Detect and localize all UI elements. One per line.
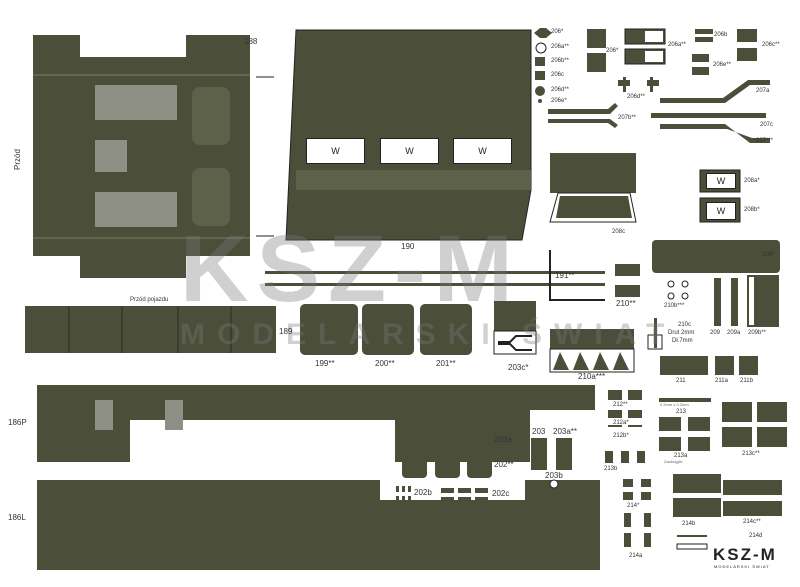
front-label: Przód — [13, 149, 22, 170]
label-203: 203 — [532, 427, 546, 436]
label-202: 202** — [494, 460, 514, 469]
label-214b: 214b — [682, 521, 696, 527]
label-188: 188 — [244, 37, 258, 46]
label-209: 209 — [710, 330, 721, 336]
label-203c: 203c* — [508, 363, 529, 372]
label-210: 210** — [616, 299, 636, 308]
label-201: 201** — [436, 359, 456, 368]
label-206e-2: 206e** — [713, 62, 732, 68]
label-209b: 209b** — [748, 330, 767, 336]
frame-window-b: W — [706, 202, 736, 220]
label-208a: 208a* — [744, 178, 760, 184]
label-212: 212** — [613, 402, 628, 408]
label-209a: 209a — [727, 330, 741, 336]
part-189 — [25, 306, 276, 353]
label-208b: 208b* — [744, 207, 760, 213]
label-207: 207*** — [756, 138, 774, 144]
watermark-logo: KSZ-M — [180, 216, 521, 322]
part-186P — [37, 385, 595, 462]
label-213c: 213c** — [742, 451, 760, 457]
label-206-2: 206* — [606, 48, 619, 54]
label-213b: 213b — [604, 466, 618, 472]
label-210c: 210c — [678, 322, 692, 328]
label-202a: 202a — [494, 435, 512, 444]
label-202c: 202c — [492, 489, 510, 498]
part-190 — [285, 29, 532, 241]
label-211a: 211a — [715, 378, 728, 384]
label-208c: 208c — [612, 229, 626, 235]
label-214c: 214c** — [743, 519, 761, 525]
wire-note: Drut 2mm — [668, 330, 695, 336]
label-206b: 206b** — [551, 58, 570, 64]
frame-window-a: W — [706, 173, 736, 189]
label-206a-2: 206a** — [668, 42, 687, 48]
label-213a-note: Zaokrąglić — [664, 459, 683, 464]
label-212b: 212b* — [613, 433, 629, 439]
hood-window-1: W — [306, 138, 365, 164]
label-207a: 207a — [756, 88, 770, 94]
part-201 — [420, 304, 472, 355]
part-186L — [37, 480, 600, 570]
label-211b: 211b — [740, 378, 753, 384]
label-200: 200** — [375, 359, 395, 368]
label-214d: 214d — [749, 533, 763, 539]
label-214: 214* — [627, 503, 640, 509]
label-213-note: 0.2mm x 0.2mm — [660, 402, 689, 407]
label-206: 206* — [551, 29, 564, 35]
brand-logo: KSZ-M — [713, 545, 777, 564]
label-211: 211 — [676, 378, 686, 384]
label-186L: 186L — [8, 513, 26, 522]
label-186P: 186P — [8, 418, 27, 427]
part-199 — [300, 304, 358, 355]
label-207b: 207b** — [618, 115, 637, 121]
hood-window-3: W — [453, 138, 512, 164]
label-206c: 206c — [551, 72, 565, 78]
label-213a: 213a — [674, 453, 688, 459]
label-206d-2: 206d** — [627, 94, 646, 100]
label-203b: 203b — [545, 471, 563, 480]
part-200 — [362, 304, 414, 355]
brand-subtitle: MODELARSKI ŚWIAT — [714, 564, 770, 569]
watermark-subtitle: MODELARSKI ŚWIAT — [180, 318, 677, 351]
vehicle-front-label: Przód pojazdu — [130, 297, 169, 303]
label-208: 208* — [762, 252, 775, 258]
grille-1 — [95, 85, 177, 120]
label-199: 199** — [315, 359, 335, 368]
label-189: 189 — [279, 327, 293, 336]
label-206a: 206a** — [551, 44, 570, 50]
grille-2 — [95, 140, 127, 172]
label-206d: 206d** — [551, 87, 570, 93]
hood-window-2: W — [380, 138, 439, 164]
label-202b: 202b — [414, 488, 432, 497]
label-206e: 206e* — [551, 98, 567, 104]
label-206b-2: 206b — [714, 32, 728, 38]
wire-length: Dł.7mm — [672, 338, 693, 344]
label-206c-2: 206c** — [762, 42, 780, 48]
label-213: 213 — [676, 409, 687, 415]
label-210a: 210a*** — [578, 372, 606, 381]
label-191: 191** — [555, 271, 575, 280]
label-214a: 214a — [629, 553, 643, 559]
grille-3 — [95, 192, 177, 227]
label-212a: 212a* — [613, 420, 629, 426]
label-207c: 207c — [760, 122, 774, 128]
label-210b: 210b*** — [664, 303, 685, 309]
label-190: 190 — [401, 242, 415, 251]
label-203a: 203a** — [553, 427, 578, 436]
